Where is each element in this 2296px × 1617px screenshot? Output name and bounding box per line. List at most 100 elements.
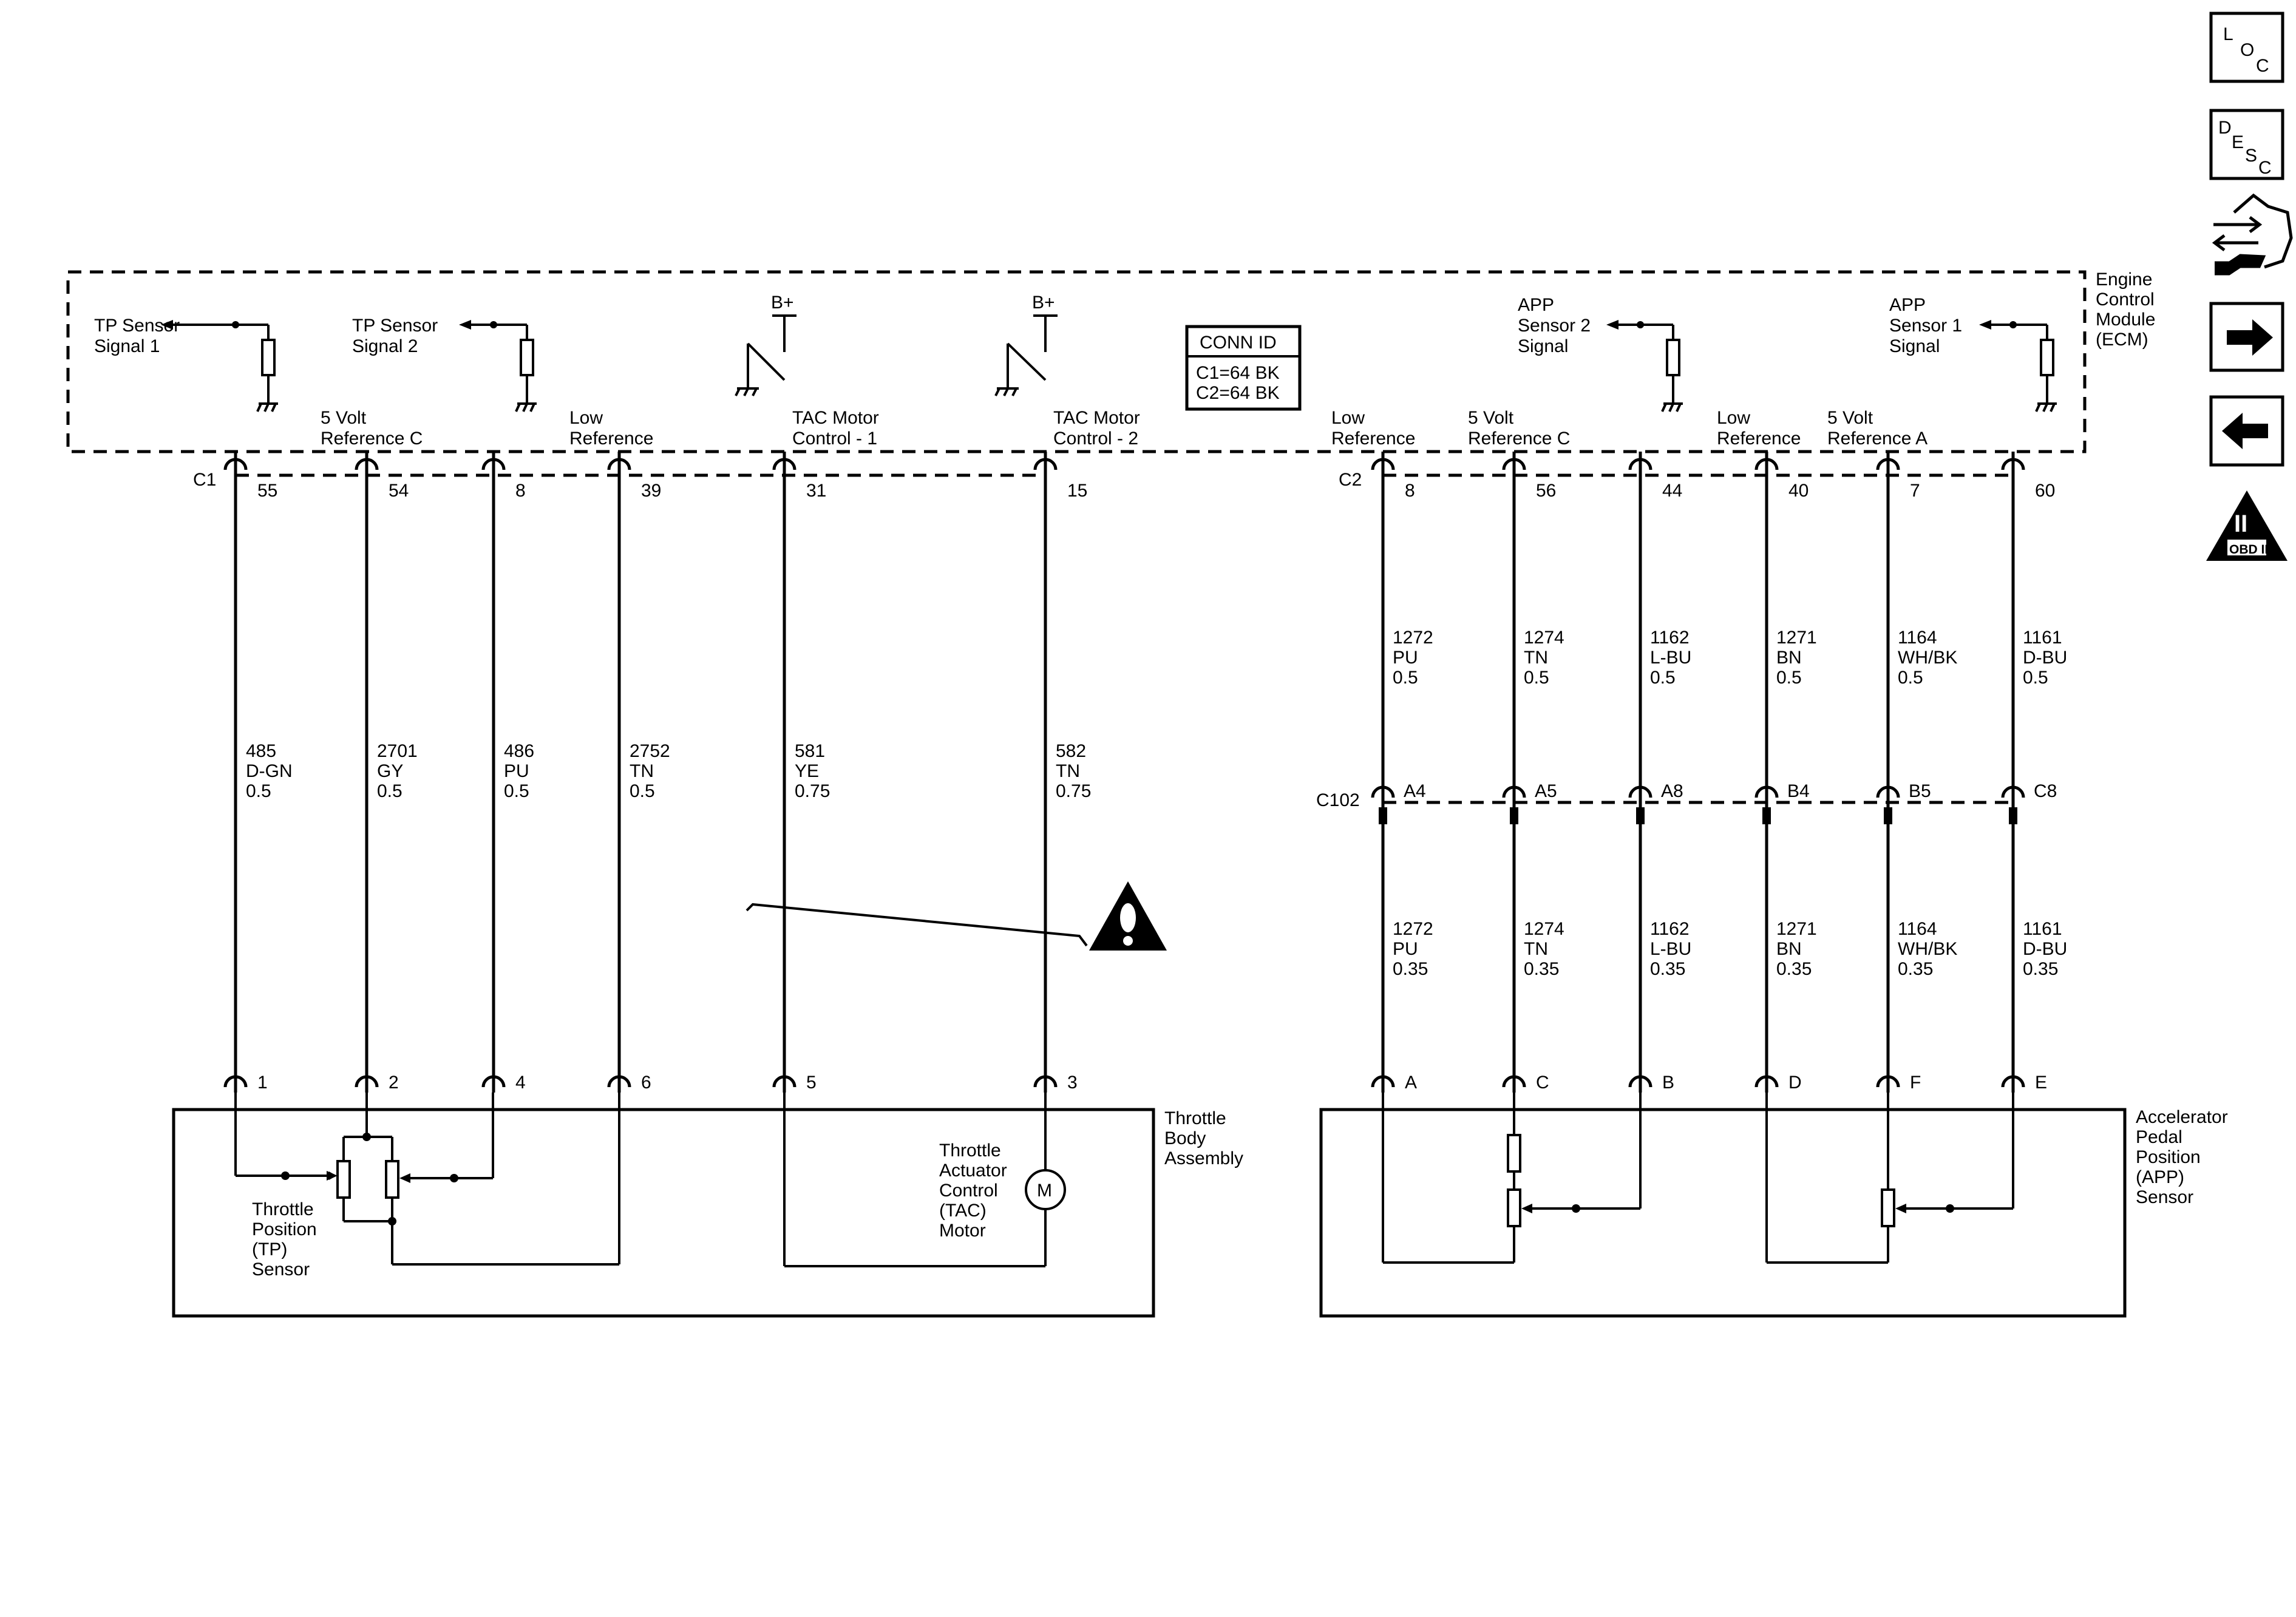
ecm-c1-pin-15	[1033, 458, 1058, 470]
conn-id-row-2: C2=64 BK	[1196, 383, 1280, 403]
obd-numeral: II	[2234, 510, 2247, 537]
circuit-1162-lower-line-2: L-BU	[1650, 939, 1691, 959]
motor-symbol: M	[1037, 1181, 1052, 1201]
circuit-1272-lower-line-1: 1272	[1393, 919, 1433, 939]
device-pin-label-4: 4	[515, 1073, 526, 1093]
circuit-1274-lower-line-3: 0.35	[1524, 959, 1559, 979]
app2-label-2: Sensor 2	[1518, 316, 1591, 336]
ecm-c1-pin-label-55: 55	[257, 481, 277, 501]
conn-id-title: CONN ID	[1200, 333, 1277, 353]
nav-loc-button[interactable]: L O C	[2209, 12, 2284, 83]
tac1-label-1: TAC Motor	[792, 408, 879, 428]
loc-letter-3: C	[2256, 56, 2269, 76]
circuit-2701-line-1: 2701	[377, 741, 418, 761]
app-sensor-label-5: Sensor	[2136, 1187, 2193, 1207]
ecm-c1-pin-label-31: 31	[806, 481, 826, 501]
desc-letter-4: C	[2258, 158, 2272, 178]
device-pin-1	[223, 1075, 248, 1088]
tp1-label-2: Signal 1	[94, 336, 160, 356]
c102-pin-label-C8: C8	[2034, 781, 2057, 801]
tac-motor-label-4: (TAC)	[939, 1201, 987, 1221]
c102-terminal-A8	[1636, 807, 1645, 824]
obd-label: OBD II	[2229, 543, 2268, 557]
low-left-label-2: Reference	[569, 429, 653, 449]
caution-icon[interactable]	[746, 881, 1167, 951]
ecm-c1-pin-8	[481, 458, 506, 470]
circuit-2701-line-3: 0.5	[377, 781, 402, 801]
app-pin-label-B: B	[1662, 1073, 1674, 1093]
ecm-c2-pin-label-7: 7	[1910, 481, 1920, 501]
app-sensor-label-2: Pedal	[2136, 1127, 2182, 1147]
device-pin-3	[1033, 1075, 1058, 1088]
ecm-c2-pin-label-44: 44	[1662, 481, 1682, 501]
tac2-label-1: TAC Motor	[1053, 408, 1140, 428]
ref5c-left-label-2: Reference C	[321, 429, 423, 449]
repair-tool-icon[interactable]	[2212, 193, 2293, 276]
tp-sensor-label-4: Sensor	[252, 1259, 310, 1280]
ecm-c2-pin-40	[1754, 458, 1779, 470]
ecm-c1-pin-39	[607, 458, 631, 470]
tp2-label-2: Signal 2	[352, 336, 418, 356]
nav-next-button[interactable]	[2209, 302, 2284, 372]
circuit-1161-upper-line-1: 1161	[2023, 628, 2062, 648]
obd-ii-icon[interactable]: II OBD II	[2206, 490, 2288, 561]
circuit-1161-lower-line-1: 1161	[2023, 919, 2062, 939]
circuit-1274-upper-line-2: TN	[1524, 648, 1548, 668]
c102-terminal-A5	[1510, 807, 1518, 824]
tac2-label-2: Control - 2	[1053, 429, 1138, 449]
tp-sensor-schematic: Throttle Position (TP) Sensor	[234, 1093, 620, 1280]
device-pin-label-2: 2	[389, 1073, 399, 1093]
circuit-2752-line-2: TN	[630, 761, 654, 781]
c102-pin-C8	[2001, 785, 2025, 798]
app-sensor-label-1: Accelerator	[2136, 1107, 2228, 1127]
circuit-1271-lower-line-2: BN	[1776, 939, 1802, 959]
tp-sensor-label-3: (TP)	[252, 1239, 287, 1259]
device-pin-6	[607, 1075, 631, 1088]
circuit-1161-upper-line-3: 0.5	[2023, 668, 2048, 688]
circuit-1272-upper-line-1: 1272	[1393, 628, 1433, 648]
nav-previous-button[interactable]	[2209, 395, 2284, 467]
app-sensor-label-4: (APP)	[2136, 1167, 2184, 1187]
ecm-label-line-3: Module	[2096, 310, 2155, 330]
ecm-label-line-2: Control	[2096, 290, 2155, 310]
desc-letter-2: E	[2232, 132, 2244, 152]
device-pin-label-6: 6	[641, 1073, 651, 1093]
connector-c1-label: C1	[193, 470, 216, 490]
desc-letter-3: S	[2245, 146, 2257, 166]
circuit-581-line-3: 0.75	[795, 781, 830, 801]
previous-arrow-icon	[2222, 413, 2268, 449]
circuit-581-line-1: 581	[795, 741, 825, 761]
circuit-1274-upper-line-3: 0.5	[1524, 668, 1549, 688]
connector-c2-label: C2	[1339, 470, 1362, 490]
app2-label-1: APP	[1518, 295, 1554, 315]
circuit-2752-line-1: 2752	[630, 741, 670, 761]
ecm-internal-left: TP Sensor Signal 1 TP Sensor Signal 2 5 …	[94, 293, 1140, 449]
low-right2-label-1: Low	[1717, 408, 1750, 428]
circuit-2701-line-2: GY	[377, 761, 403, 781]
circuit-1272-lower-line-3: 0.35	[1393, 959, 1428, 979]
app2-label-3: Signal	[1518, 336, 1568, 356]
ecm-label: Engine Control Module (ECM)	[2096, 270, 2155, 350]
c102-pin-B5	[1876, 785, 1900, 798]
device-pin-5	[772, 1075, 796, 1088]
app-sensor-label-3: Position	[2136, 1147, 2201, 1167]
circuit-1162-upper-line-3: 0.5	[1650, 668, 1676, 688]
low-right2-label-2: Reference	[1717, 429, 1801, 449]
ecm-c2-pin-8	[1371, 458, 1395, 470]
app-pin-D	[1754, 1075, 1779, 1088]
ecm-boundary	[66, 270, 2087, 453]
app-pin-B	[1628, 1075, 1652, 1088]
circuit-1271-lower-line-1: 1271	[1776, 919, 1817, 939]
tac1-label-2: Control - 1	[792, 429, 877, 449]
nav-desc-button[interactable]: D E S C	[2209, 109, 2284, 180]
circuit-1164-upper-line-1: 1164	[1898, 628, 1937, 648]
circuit-1161-lower-line-3: 0.35	[2023, 959, 2058, 979]
app1-label-3: Signal	[1889, 336, 1940, 356]
connector-c102-label: C102	[1316, 790, 1360, 810]
tac-motor-label-2: Actuator	[939, 1161, 1007, 1181]
low-left-label-1: Low	[569, 408, 603, 428]
throttle-body-label-1: Throttle	[1164, 1108, 1226, 1128]
circuit-1162-lower-line-1: 1162	[1650, 919, 1690, 939]
device-pin-label-3: 3	[1067, 1073, 1078, 1093]
c102-pin-label-A5: A5	[1535, 781, 1557, 801]
